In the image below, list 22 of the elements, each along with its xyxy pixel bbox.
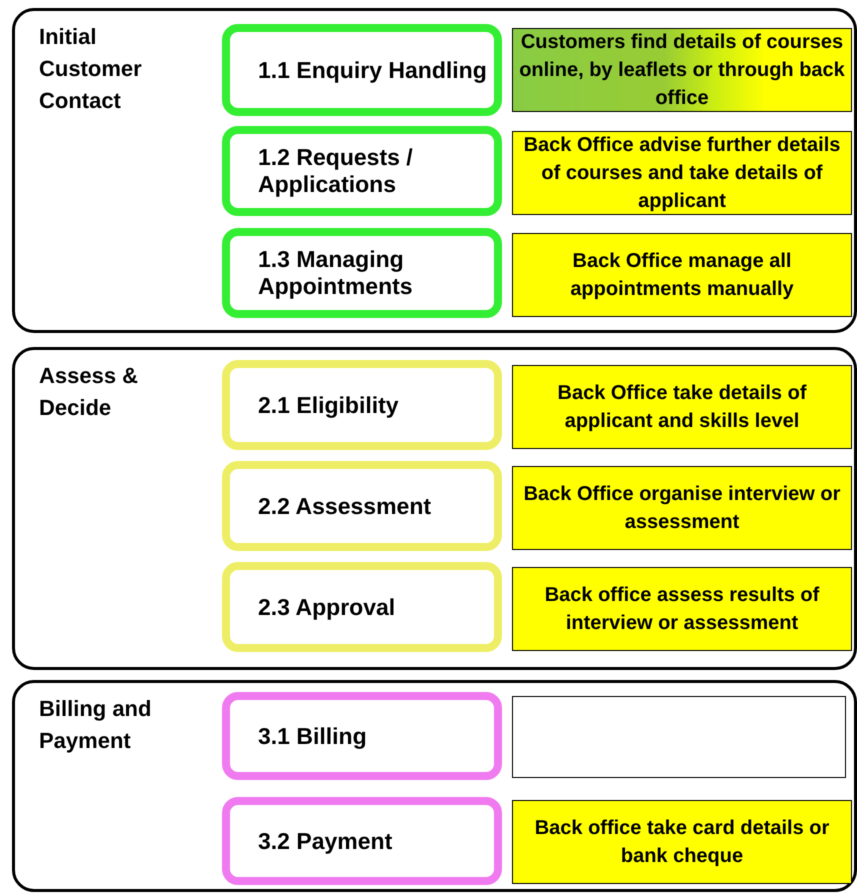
process-step-box: 1.3 Managing Appointments — [222, 228, 502, 318]
group-heading: Initial Customer Contact — [39, 23, 143, 115]
description-box: Back Office organise interview or assessment — [512, 466, 852, 550]
group-panel — [12, 680, 857, 892]
description-box: Back Office take details of applicant and skills level — [512, 365, 852, 449]
description-box: Customers find details of courses online, by leaflets or through back office — [512, 28, 852, 112]
description-box: Back office assess results of interview or assessment — [512, 567, 852, 651]
description-box: Back office take card details or bank cheque — [512, 800, 852, 884]
process-step-box: 2.2 Assessment — [222, 461, 502, 551]
process-step-box: 2.3 Approval — [222, 562, 502, 652]
group-panel — [12, 8, 857, 333]
empty-box — [512, 696, 846, 778]
group-heading: Assess & Decide — [39, 362, 140, 422]
description-box: Back Office manage all appointments manually — [512, 233, 852, 317]
group-panel — [12, 347, 857, 670]
process-step-box: 2.1 Eligibility — [222, 360, 502, 450]
process-step-box: 1.1 Enquiry Handling — [222, 24, 502, 116]
description-box: Back Office advise further details of courses and take details of applicant — [512, 131, 852, 215]
process-step-box: 3.2 Payment — [222, 797, 502, 885]
process-step-box: 3.1 Billing — [222, 692, 502, 780]
group-heading: Billing and Payment — [39, 695, 152, 755]
process-step-box: 1.2 Requests / Applications — [222, 126, 502, 216]
